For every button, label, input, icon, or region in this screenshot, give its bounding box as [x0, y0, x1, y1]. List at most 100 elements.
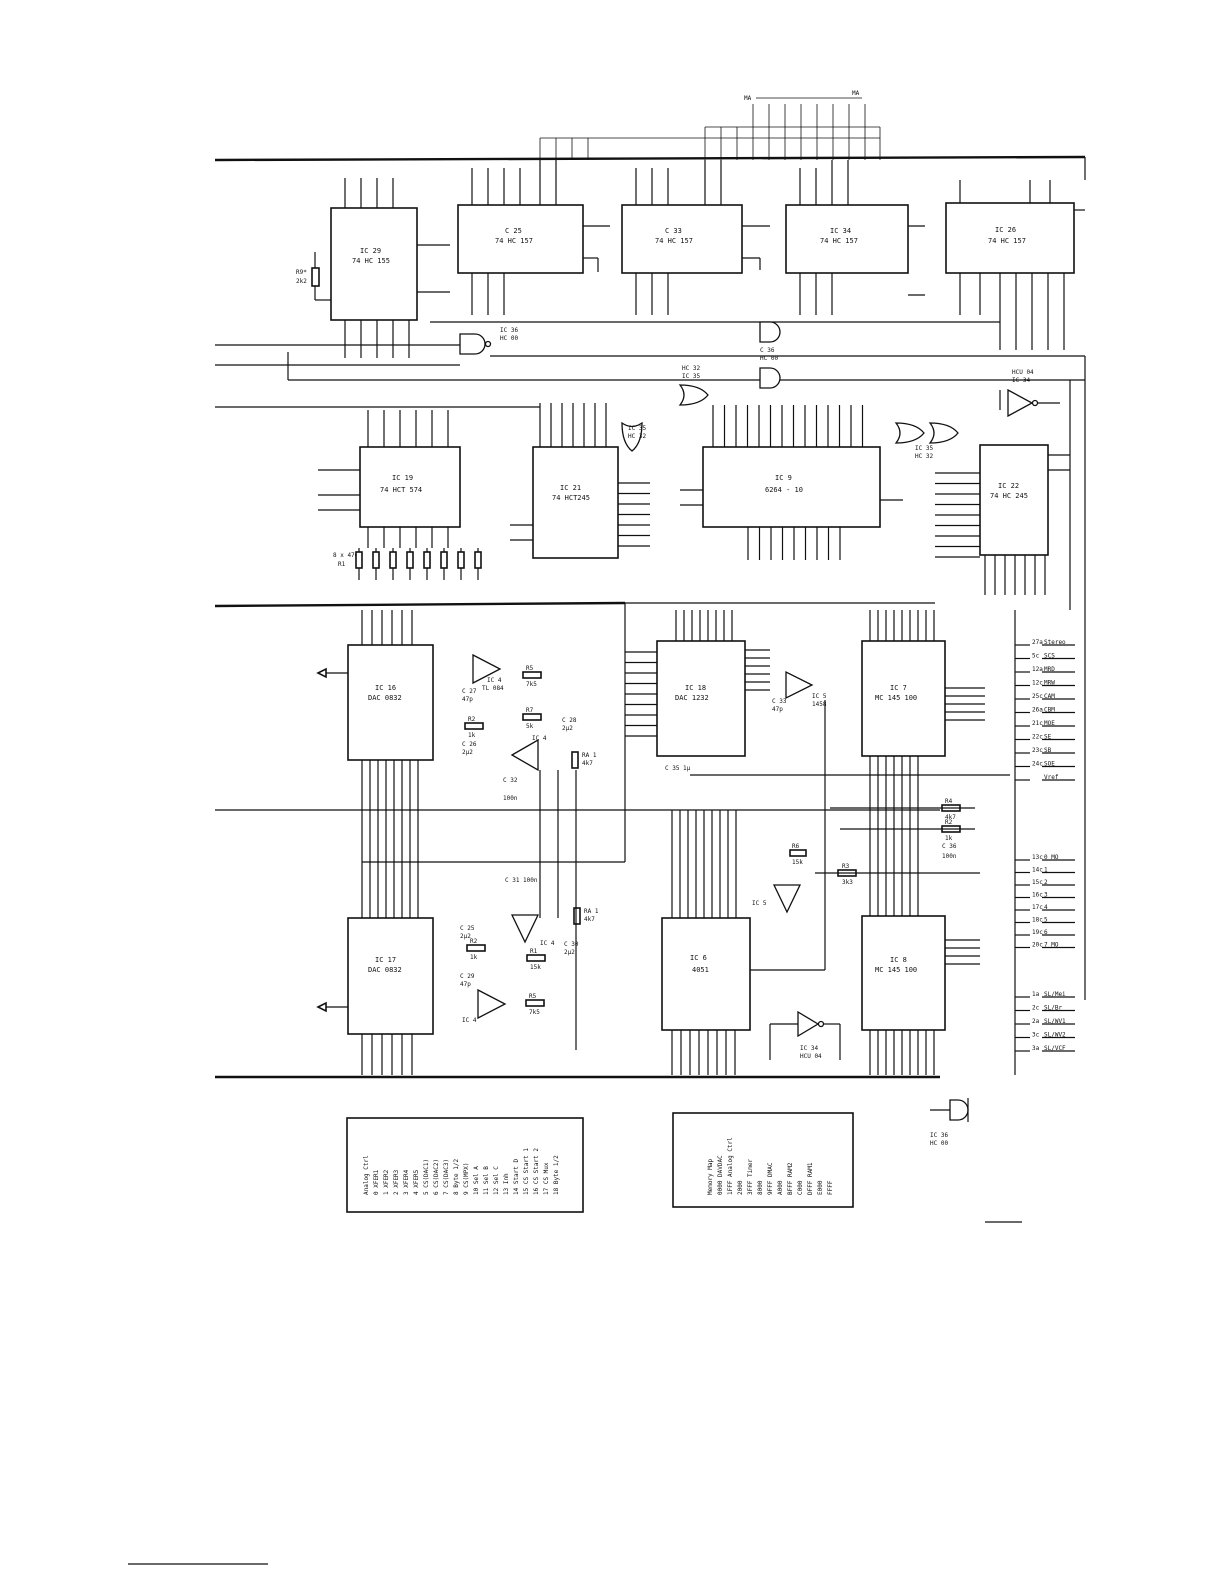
table-row: 2 XFER3: [393, 1169, 400, 1195]
gate-ic36b: C 36 HC 00: [759, 321, 781, 389]
chip-ic33: C 33 74 HC 157: [621, 204, 743, 274]
connector-top-pin: 26a: [1032, 707, 1043, 714]
table-row: DFFF RAM1: [807, 1162, 814, 1195]
svg-text:R2: R2: [945, 819, 953, 826]
table-row: FFFF: [827, 1180, 834, 1195]
table-row: 5 CS(DAC1): [423, 1159, 430, 1195]
svg-text:C 25: C 25: [460, 925, 475, 932]
svg-text:8 x 470: 8 x 470: [333, 552, 359, 559]
svg-text:15k: 15k: [530, 964, 541, 971]
svg-text:HCU 04: HCU 04: [1012, 369, 1034, 376]
svg-text:R7: R7: [526, 707, 534, 714]
svg-text:74 HC 157: 74 HC 157: [820, 237, 858, 245]
table-row: 7 CS(DAC3): [443, 1159, 450, 1195]
table-row: 17 CS Mux: [543, 1162, 550, 1195]
control-lines: [215, 321, 1086, 1000]
svg-text:C 35 1µ: C 35 1µ: [665, 765, 691, 772]
gate-ic35c: IC 35 HC 32: [894, 422, 959, 460]
svg-text:IC 34: IC 34: [1012, 377, 1030, 384]
svg-text:IC 22: IC 22: [998, 482, 1019, 490]
connector-top-pin: 25c: [1032, 693, 1043, 700]
resistor: [355, 551, 363, 569]
connector-bottom-pin: 3c: [1032, 1032, 1040, 1039]
svg-text:IC 7: IC 7: [890, 684, 907, 692]
gate-ic35b: IC 35 HC 32: [621, 421, 646, 452]
connector-bottom-signal: SL/WV1: [1044, 1018, 1066, 1025]
connector-top-signal: SB: [1044, 747, 1052, 754]
connector-top-signal: SOE: [1044, 761, 1055, 768]
svg-text:HC 32: HC 32: [682, 365, 700, 372]
table-row: 18 Byte 1/2: [553, 1155, 560, 1195]
connector-mid-signal: 5: [1044, 917, 1048, 924]
opamp-ic4c: IC 4: [510, 914, 555, 947]
svg-text:RA 1: RA 1: [584, 908, 599, 915]
resistor-r9: R9* 2k2: [296, 252, 331, 301]
dac-pins: [316, 610, 985, 1075]
svg-text:R1: R1: [530, 948, 538, 955]
svg-text:IC 4: IC 4: [532, 735, 547, 742]
chip-ic19: IC 19 74 HCT 574: [359, 446, 461, 528]
chip-ic21: IC 21 74 HCT245: [532, 446, 619, 559]
svg-text:R6: R6: [792, 843, 800, 850]
connector-mid-pin: 15c: [1032, 879, 1043, 886]
svg-text:IC 8: IC 8: [890, 956, 907, 964]
svg-text:MC 145 100: MC 145 100: [875, 966, 917, 974]
svg-text:7k5: 7k5: [529, 1009, 540, 1016]
chip-ic17: IC 17 DAC 0832: [347, 917, 434, 1035]
opamp-ic5b: IC 5: [752, 884, 802, 914]
table-row: 8000: [757, 1180, 764, 1195]
ic29-type: 74 HC 155: [352, 257, 390, 265]
svg-text:IC 26: IC 26: [995, 226, 1016, 234]
connector-bottom-signal: SL/WV2: [1044, 1032, 1066, 1039]
svg-text:IC 4: IC 4: [462, 1017, 477, 1024]
connector-mid-signal: 3: [1044, 892, 1048, 899]
svg-text:15k: 15k: [792, 859, 803, 866]
connector-top-pin: 24c: [1032, 761, 1043, 768]
svg-text:100n: 100n: [942, 853, 957, 860]
table-row: BFFF RAM2: [787, 1162, 794, 1195]
svg-text:C 33: C 33: [665, 227, 682, 235]
connector-top-pin: 12a: [1032, 666, 1043, 673]
svg-text:IC 5: IC 5: [752, 900, 767, 907]
svg-text:R4: R4: [945, 798, 953, 805]
analog-passives-mid: C 33 47p C 35 1µ R4 4k7 R2 1k C 36 100n …: [665, 698, 1010, 886]
svg-text:TL 084: TL 084: [482, 685, 504, 692]
svg-text:IC 35: IC 35: [682, 373, 700, 380]
connector-mid-pin: 20c: [1032, 942, 1043, 949]
gate-ic36a: IC 36 HC 00: [459, 327, 518, 355]
svg-text:4k7: 4k7: [945, 814, 956, 821]
svg-text:C 26: C 26: [462, 741, 477, 748]
resistor: [372, 551, 380, 569]
svg-text:R9*: R9*: [296, 269, 307, 276]
chip-ic29: IC 29 74 HC 155: [330, 178, 450, 358]
svg-text:74 HCT245: 74 HCT245: [552, 494, 590, 502]
connector-top-pin: 23c: [1032, 747, 1043, 754]
chip-ic18: IC 18 DAC 1232: [656, 640, 746, 757]
chip-ic6: IC 6 4051: [661, 917, 751, 1031]
connector-bottom-pin: 1a: [1032, 991, 1040, 998]
table-row: 0 XFER1: [373, 1169, 380, 1195]
connector-top-signal: MOE: [1044, 720, 1055, 727]
table-row: 6 CS(DAC2): [433, 1159, 440, 1195]
opamp-ic5a: IC 5 1458: [785, 670, 827, 708]
svg-text:IC 18: IC 18: [685, 684, 706, 692]
vcc-arrow-icon: [316, 667, 327, 679]
table-title: Memory Map: [707, 1158, 714, 1195]
gate-ic32a: HC 32 IC 35: [678, 365, 709, 406]
table-row: 11 Sel B: [483, 1166, 490, 1195]
svg-text:2µ2: 2µ2: [462, 749, 473, 756]
chip-ic9: IC 9 6264 - 10: [702, 446, 881, 528]
svg-text:4k7: 4k7: [582, 760, 593, 767]
chip-ic16: IC 16 DAC 0832: [347, 644, 434, 761]
svg-text:R1: R1: [338, 561, 346, 568]
table-row: 13 Inh: [503, 1173, 510, 1195]
svg-text:HC 00: HC 00: [930, 1140, 948, 1147]
connector-mid-signal: 1: [1044, 867, 1048, 874]
resistor: [474, 551, 482, 569]
table-row: 1FFF Analog Ctrl: [727, 1137, 734, 1195]
svg-text:IC 16: IC 16: [375, 684, 396, 692]
svg-text:47p: 47p: [462, 696, 473, 703]
ma-left-label: MA: [744, 95, 752, 102]
